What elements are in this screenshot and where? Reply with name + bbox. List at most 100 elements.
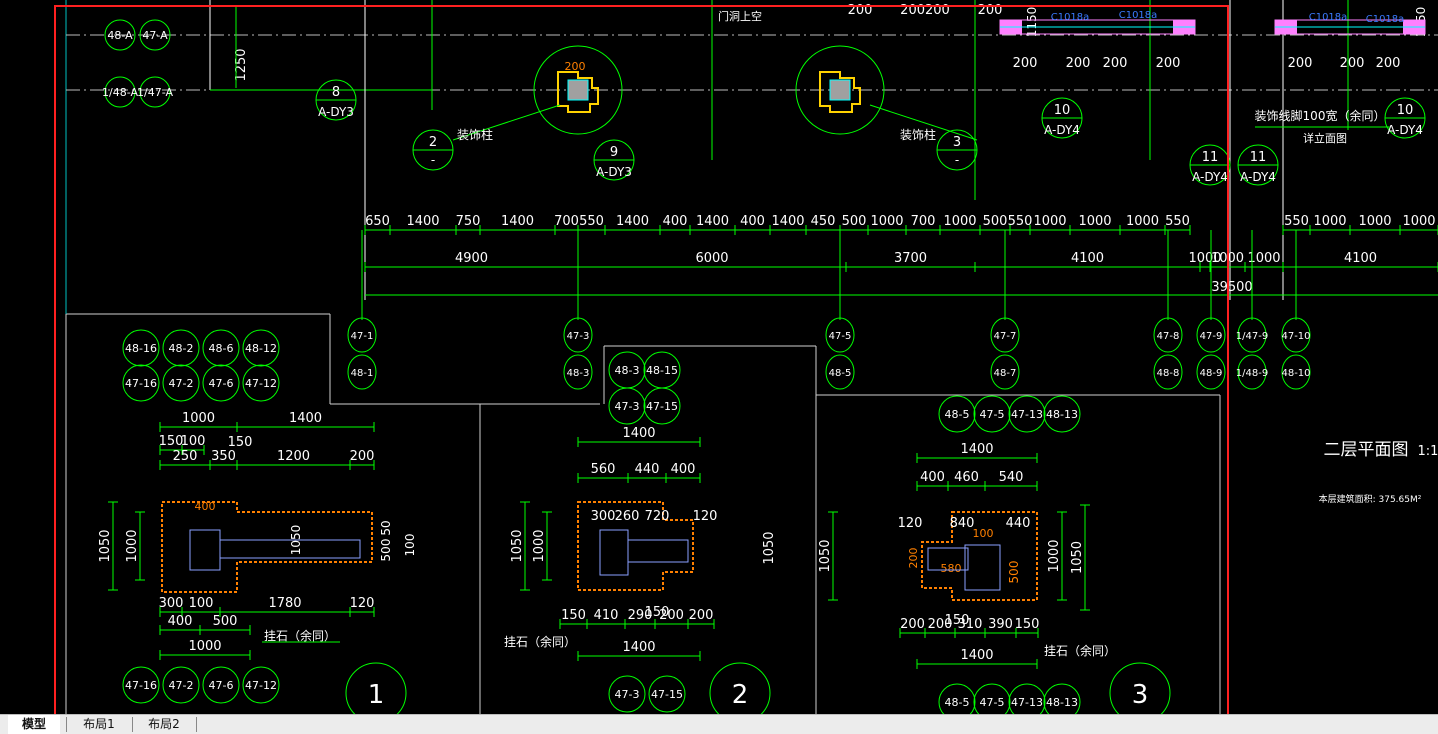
callout-leader (452, 104, 561, 141)
grid-bubble (1196, 354, 1226, 390)
tab-layout2[interactable]: 布局2 (148, 717, 180, 731)
callout-leader (869, 104, 978, 141)
grid-bubble-label: 47-3 (615, 688, 640, 701)
grid-bubble (1237, 354, 1267, 390)
callout-label: 装饰柱 (900, 127, 936, 142)
dimension-text: 310 (958, 617, 983, 632)
grid-bubble-label: 47-1 (351, 331, 374, 342)
dim-total: 39500 (1211, 280, 1252, 295)
grid-bubble-label: 47-13 (1011, 696, 1043, 709)
detail-outline (161, 501, 373, 593)
grid-bubble (347, 317, 377, 353)
dimension-text: 550 (1284, 214, 1309, 229)
grid-bubble-label: 47-5 (980, 408, 1005, 421)
dimension-text: 1000 (1047, 539, 1062, 572)
detail-number-circle (1109, 662, 1171, 714)
grid-bubble (648, 675, 686, 713)
tab-layout1[interactable]: 布局1 (83, 717, 115, 731)
callout-ref: A-DY3 (596, 165, 632, 179)
decorative-column-outline (557, 71, 599, 113)
grid-bubble-label: 48-12 (245, 342, 277, 355)
dimension-text: 150 (159, 434, 184, 449)
grid-bubble (202, 666, 240, 704)
callout-ref: - (431, 153, 435, 167)
dimension-text: 450 (811, 214, 836, 229)
tab-model[interactable]: 模型 (8, 715, 60, 734)
callout-number: 11 (1250, 150, 1267, 165)
dimension-text: 150 (645, 605, 670, 620)
grid-bubble-label: 47-5 (980, 696, 1005, 709)
wall-dim: 200 (1376, 56, 1401, 71)
detail-outline (921, 511, 1038, 601)
grid-bubble (938, 683, 976, 714)
dimension-text: 1400 (501, 214, 534, 229)
dimension-text: 1200 (277, 449, 310, 464)
dimension-text: 840 (950, 516, 975, 531)
dimension-text: 400 (663, 214, 688, 229)
grid-bubble (1043, 395, 1081, 433)
grid-bubble-label: 48-15 (646, 364, 678, 377)
detail-dim: 580 (941, 562, 962, 575)
dimension-text: 120 (693, 509, 718, 524)
grid-bubble (104, 19, 136, 51)
dimension-text: 200 (659, 608, 684, 623)
wall-dim: 200 (1013, 56, 1038, 71)
detail-dim: 200 (907, 548, 920, 569)
grid-bubble (1153, 317, 1183, 353)
cad-drawing-canvas[interactable]: 1250门洞上空20020020020011501150C1018aC1018a… (0, 0, 1438, 714)
grid-bubble-label: 48-13 (1046, 408, 1078, 421)
grid-bubble (242, 666, 280, 704)
grid-bubble (122, 329, 160, 367)
dimension-text: 1000 (943, 214, 976, 229)
grid-bubble-label: 48-16 (125, 342, 157, 355)
dimension-text: 390 (988, 617, 1013, 632)
dimension-text: 150 (228, 435, 253, 450)
dimension-text: 260 (615, 509, 640, 524)
grid-bubble-label: 1/48-9 (1236, 368, 1268, 379)
dimension-text: 460 (954, 470, 979, 485)
grid-bubble (347, 354, 377, 390)
grid-bubble-label: 47-3 (567, 331, 590, 342)
grid-bubble (1281, 354, 1311, 390)
dimension-text: 1000 (1188, 251, 1221, 266)
grid-bubble (973, 683, 1011, 714)
callout-ref: A-DY4 (1044, 123, 1080, 137)
grid-bubble (990, 354, 1020, 390)
callout-number: 8 (332, 85, 340, 100)
dimension-text: 400 (740, 214, 765, 229)
cad-model-viewport[interactable]: 1250门洞上空20020020020011501150C1018aC1018a… (0, 0, 1438, 714)
drawing-title: 二层平面图 (1324, 440, 1409, 460)
grid-bubble-label: 47-13 (1011, 408, 1043, 421)
dimension-text: 1050 (510, 529, 525, 562)
dimension-text: 1000 (1033, 214, 1066, 229)
column-dim: 200 (565, 60, 586, 73)
grid-bubble (825, 317, 855, 353)
grid-bubble (938, 395, 976, 433)
dimension-text: 1400 (771, 214, 804, 229)
grid-bubble-label: 48-2 (169, 342, 194, 355)
dimension-text: 440 (635, 462, 660, 477)
tab-separator (66, 717, 67, 732)
dimension-text: 1050 (818, 539, 833, 572)
grid-bubble (1196, 317, 1226, 353)
dimension-text: 290 (628, 608, 653, 623)
detail-number: 3 (1132, 680, 1149, 710)
dimension-text: 1400 (289, 411, 322, 426)
dimension-text: 200 (689, 608, 714, 623)
dimension-text: 500 (983, 214, 1008, 229)
dimension-text: 100 (189, 596, 214, 611)
grid-bubble-label: 1/48-A (102, 86, 138, 99)
grid-bubble-label: 47-12 (245, 377, 277, 390)
dimension-text: 1400 (960, 442, 993, 457)
detail-number-circle (709, 662, 771, 714)
cad-dynamic-layer: 1250门洞上空20020020020011501150C1018aC1018a… (54, 0, 1438, 714)
dimension-text: 1400 (960, 648, 993, 663)
grid-bubble-label: 48-1 (351, 368, 374, 379)
dimension-text: 1000 (532, 529, 547, 562)
drawing-scale: 1:1 (1418, 444, 1438, 459)
grid-bubble (122, 666, 160, 704)
grid-bubble-label: 1/47-A (137, 86, 173, 99)
dimension-text: 150 (1015, 617, 1040, 632)
dimension-text: 500 (213, 614, 238, 629)
dimension-text: 1000 (1313, 214, 1346, 229)
